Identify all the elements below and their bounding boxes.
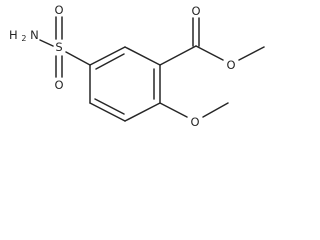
bond-ring-sulfur bbox=[65, 51, 91, 66]
bond-ring-methoxy-o bbox=[159, 102, 188, 118]
amine-subscript: 2 bbox=[21, 34, 26, 43]
carbonyl-oxygen-label: O bbox=[191, 4, 200, 18]
ring-bond-c5-c6 bbox=[89, 102, 126, 122]
amine-label: H 2 N bbox=[9, 28, 39, 45]
amine-hydrogen: H bbox=[9, 28, 18, 42]
bond-ester-o-methyl bbox=[238, 46, 265, 61]
ring-bond-c1-c2 bbox=[89, 46, 126, 66]
amine-nitrogen: N bbox=[30, 28, 39, 42]
sulfur-label: S bbox=[55, 40, 62, 54]
ring-bond-c2-c3 bbox=[124, 46, 161, 66]
ester-oxygen-label: O bbox=[226, 58, 235, 72]
benzene-ring bbox=[89, 46, 161, 122]
sulfonamide-group: S O O H 2 N bbox=[9, 3, 91, 92]
chemical-structure-diagram: O O O S O O H 2 N bbox=[9, 3, 265, 129]
bond-ring-carbonyl bbox=[159, 45, 197, 66]
methoxy-oxygen-label: O bbox=[190, 115, 199, 129]
sulfonyl-top-oxygen-label: O bbox=[54, 3, 63, 17]
ring-bond-c4-c5 bbox=[124, 102, 161, 122]
ring-bond-c5-c6-inner bbox=[94, 98, 125, 115]
methoxy-group: O bbox=[159, 102, 229, 129]
bond-methoxy-o-methyl bbox=[202, 102, 229, 118]
bond-sulfur-nitrogen bbox=[39, 39, 54, 47]
ring-bond-c1-c2-inner bbox=[95, 53, 125, 70]
methyl-ester-group: O O bbox=[159, 4, 265, 72]
bond-carbonyl-ester-o bbox=[195, 45, 224, 61]
sulfonyl-bottom-oxygen-label: O bbox=[54, 78, 63, 92]
